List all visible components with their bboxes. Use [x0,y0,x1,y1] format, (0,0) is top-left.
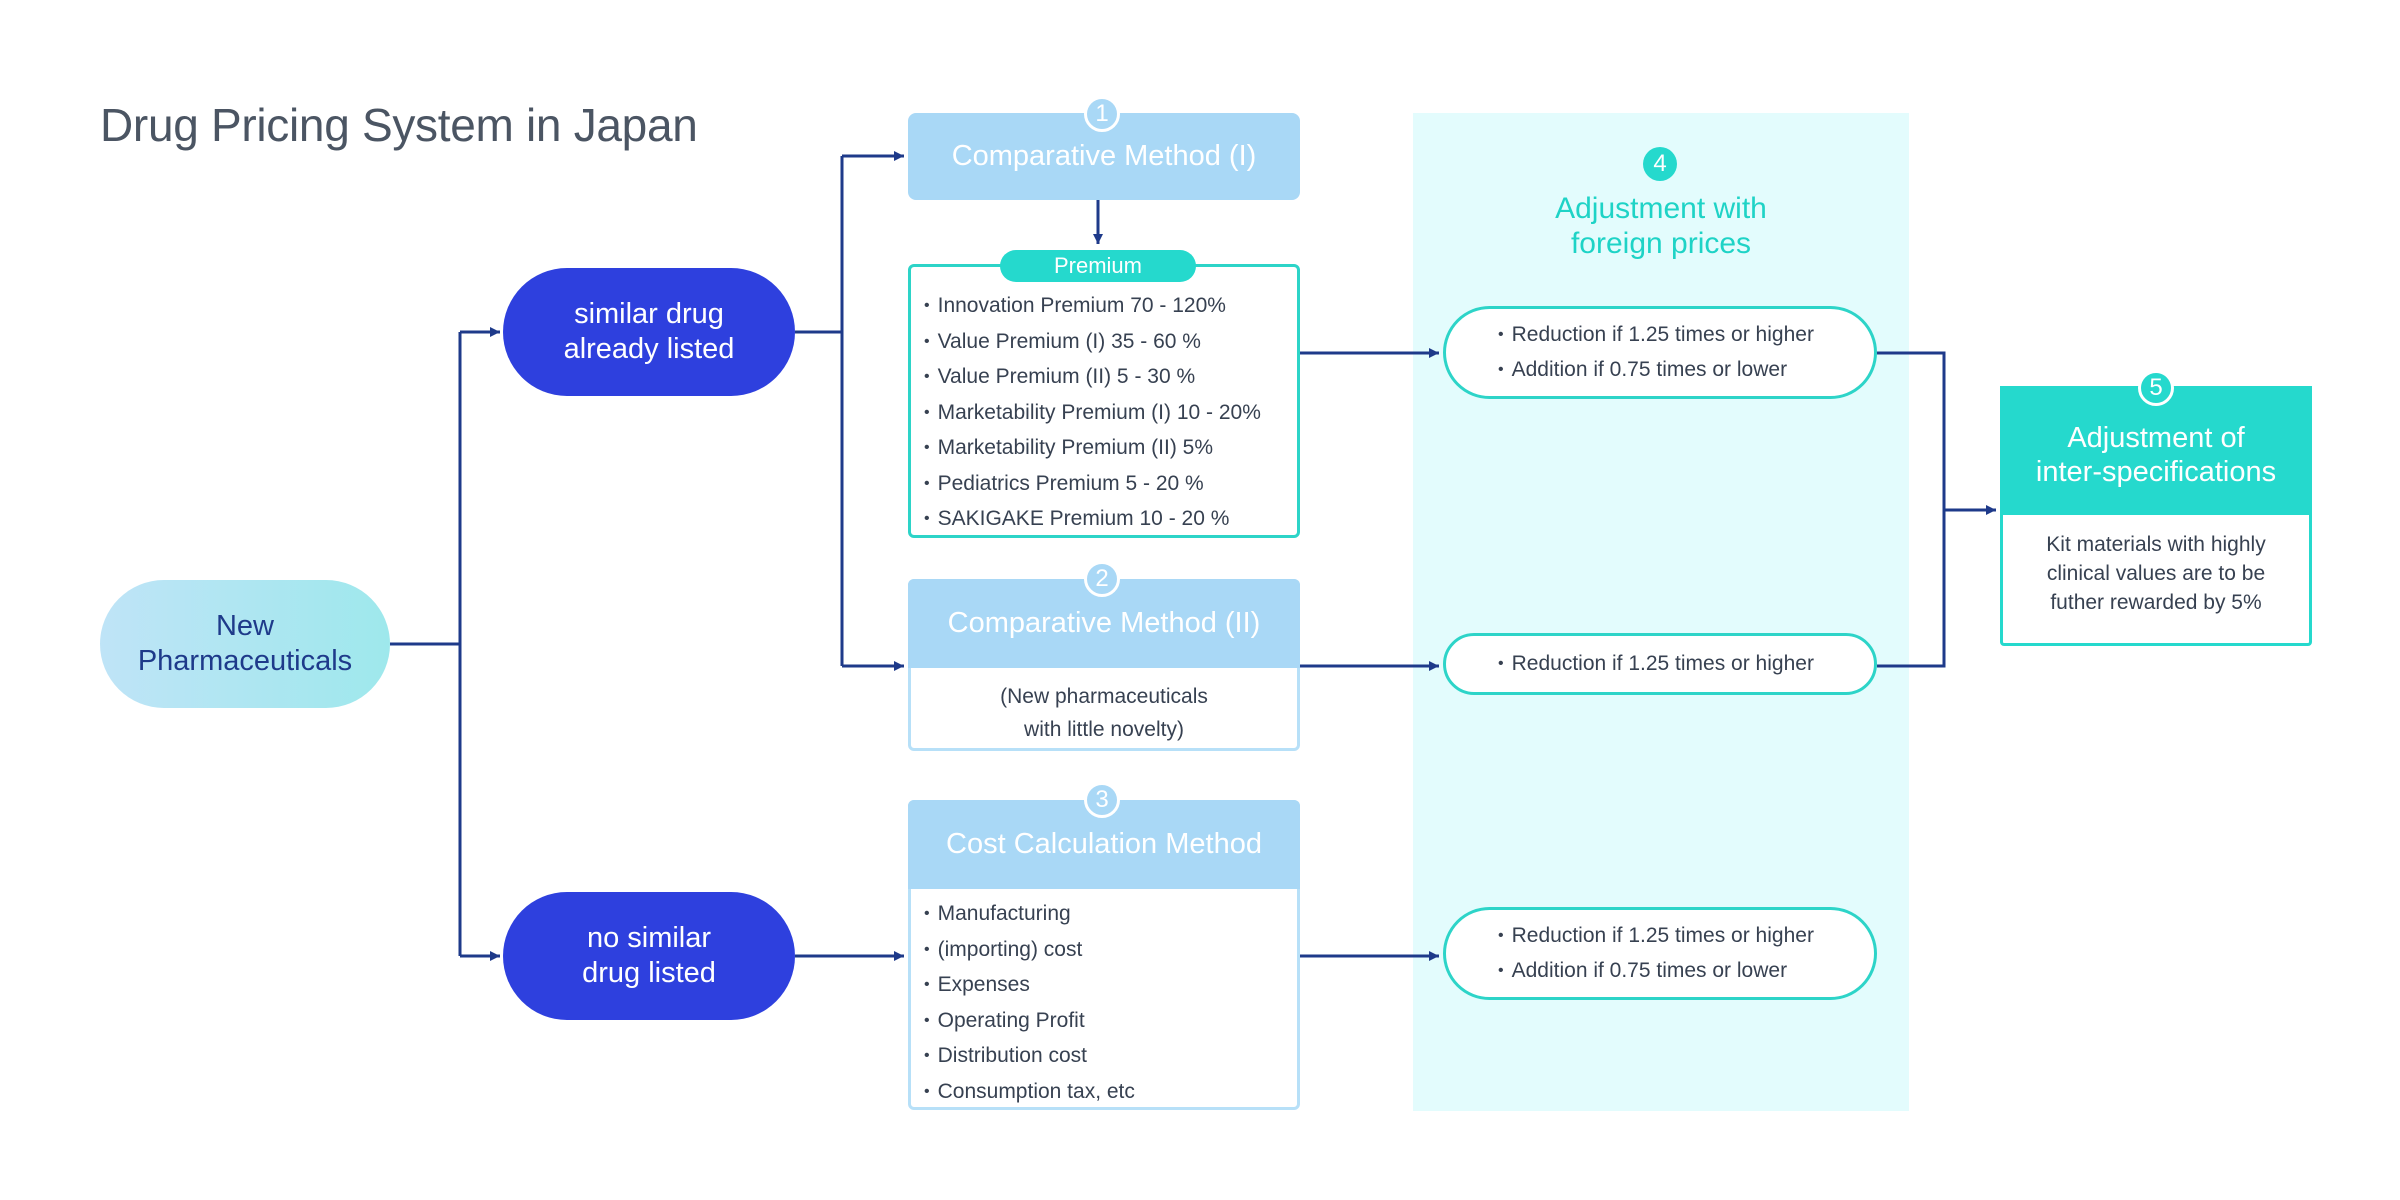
premium-item: Innovation Premium 70 - 120% [924,289,1261,325]
inter-spec-description: Kit materials with highly clinical value… [2000,530,2312,617]
cost-item: Expenses [924,968,1135,1004]
reduction-rule: Reduction if 1.25 times or higher [1498,919,1874,954]
new-pharmaceuticals-label-line2: Pharmaceuticals [137,645,353,677]
cost-item: Distribution cost [924,1039,1135,1075]
premium-item: Marketability Premium (I) 10 - 20% [924,396,1261,432]
inter-spec-title-line2: inter-specifications [2035,455,2277,488]
comparative-method-1-header: Comparative Method (I) [908,113,1300,200]
comparative-method-2-description: (New pharmaceuticals with little novelty… [908,680,1300,746]
cost-item: Manufacturing [924,897,1135,933]
cm2-desc-line1: (New pharmaceuticals [1000,685,1208,708]
reduction-rule: Reduction if 1.25 times or higher [1498,647,1874,682]
foreign-adjustment-title-line1: Adjustment with [1555,192,1767,225]
step-number-2: 2 [1084,561,1120,597]
similar-drug-label-line2: already listed [563,333,735,365]
similar-drug-label-line1: similar drug [574,298,724,330]
similar-drug-node: similar drug already listed [503,268,795,396]
cost-calculation-list: Manufacturing (importing) cost Expenses … [924,897,1135,1110]
step-number-4: 4 [1643,147,1677,181]
premium-item: Marketability Premium (II) 5% [924,431,1261,467]
inter-spec-title-line1: Adjustment of [2067,421,2245,454]
premium-item: SAKIGAKE Premium 10 - 20 % [924,502,1261,538]
inter-spec-header: Adjustment of inter-specifications [2000,386,2312,515]
premium-item: Value Premium (II) 5 - 30 % [924,360,1261,396]
connector-red1-out [1877,351,1946,668]
premium-badge: Premium [1000,250,1196,282]
cost-item: (importing) cost [924,933,1135,969]
foreign-adjustment-pill-3: Reduction if 1.25 times or higher Additi… [1443,907,1877,1000]
foreign-adjustment-pill-2: Reduction if 1.25 times or higher [1443,633,1877,695]
foreign-adjustment-title-line2: foreign prices [1570,227,1752,260]
addition-rule: Addition if 0.75 times or lower [1498,353,1874,388]
addition-rule: Addition if 0.75 times or lower [1498,954,1874,989]
foreign-adjustment-pill-1: Reduction if 1.25 times or higher Additi… [1443,306,1877,399]
no-similar-drug-label-line2: drug listed [582,957,716,989]
inter-spec-desc-line3: futher rewarded by 5% [2050,591,2262,614]
premium-item: Value Premium (I) 35 - 60 % [924,325,1261,361]
premium-item: Pediatrics Premium 5 - 20 % [924,467,1261,503]
page-title: Drug Pricing System in Japan [100,99,698,151]
cost-item: Operating Profit [924,1004,1135,1040]
step-number-5: 5 [2138,370,2174,406]
inter-spec-desc-line2: clinical values are to be [2046,562,2266,585]
new-pharmaceuticals-label-line1: New [215,610,274,642]
new-pharmaceuticals-node: New Pharmaceuticals [100,580,390,708]
cost-item: Consumption tax, etc [924,1075,1135,1111]
inter-spec-desc-line1: Kit materials with highly [2046,533,2266,556]
reduction-rule: Reduction if 1.25 times or higher [1498,318,1874,353]
cm2-desc-line2: with little novelty) [1024,718,1184,741]
step-number-3: 3 [1084,782,1120,818]
premium-list: Innovation Premium 70 - 120% Value Premi… [924,289,1261,538]
foreign-adjustment-title: Adjustment with foreign prices [1413,191,1909,261]
step-number-1: 1 [1084,96,1120,132]
no-similar-drug-label-line1: no similar [586,922,712,954]
no-similar-drug-node: no similar drug listed [503,892,795,1020]
